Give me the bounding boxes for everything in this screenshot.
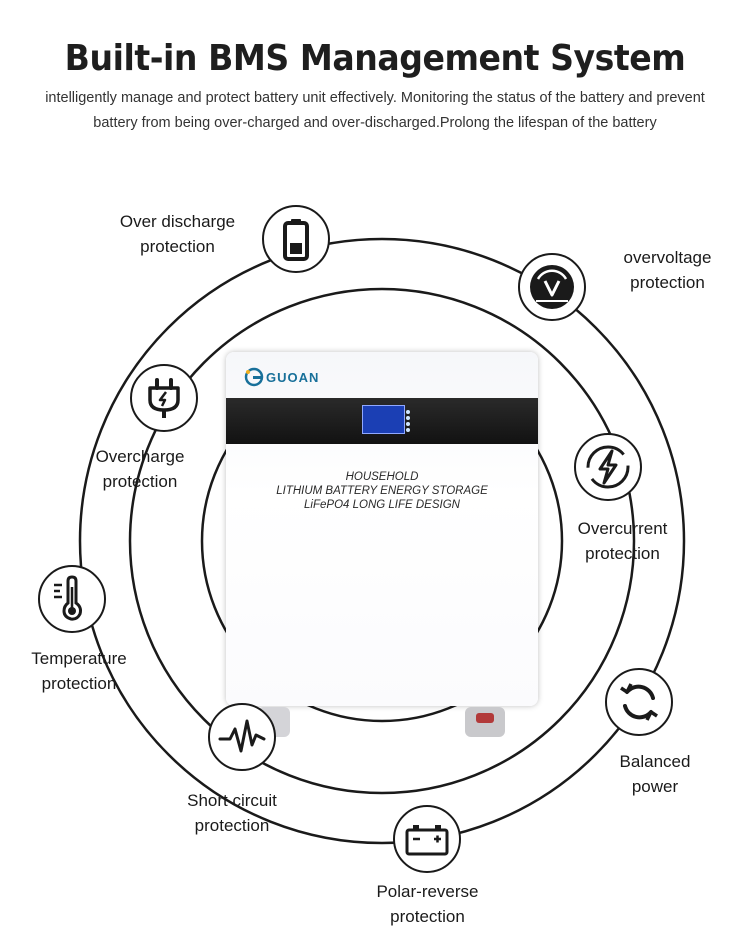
page-subtitle: intelligently manage and protect battery… [45, 90, 705, 131]
plug-lightning-icon [148, 378, 180, 418]
feature-badge-over-discharge [262, 205, 330, 273]
battery-low-icon [283, 219, 309, 261]
feature-badge-temperature [38, 565, 106, 633]
feature-badge-overcurrent [574, 433, 642, 501]
overvoltage-icon [530, 265, 574, 309]
feature-badge-short-circuit [208, 703, 276, 771]
battery-panel-text: HOUSEHOLD LITHIUM BATTERY ENERGY STORAGE… [226, 470, 538, 512]
panel-text-line-2: LITHIUM BATTERY ENERGY STORAGE [276, 485, 488, 497]
pulse-wave-icon [218, 719, 266, 753]
battery-wheel-right [465, 707, 505, 737]
feature-badge-balanced-power [605, 668, 673, 736]
lightning-circle-icon [586, 445, 630, 489]
brand-name: GUOAN [266, 369, 320, 385]
panel-text-line-3: LiFePO4 LONG LIFE DESIGN [304, 499, 460, 511]
brand-logo: GUOAN [244, 365, 319, 389]
feature-badge-polar-reverse [393, 805, 461, 873]
refresh-cycle-icon [620, 683, 658, 721]
feature-badge-overvoltage [518, 253, 586, 321]
car-battery-icon [405, 825, 449, 856]
brand-logo-icon [244, 367, 264, 387]
status-leds [406, 410, 410, 434]
feature-badge-overcharge [130, 364, 198, 432]
panel-text-line-1: HOUSEHOLD [345, 471, 419, 483]
thermometer-icon [54, 575, 82, 621]
page-title: Built-in BMS Management System [64, 38, 686, 79]
lcd-display [362, 405, 405, 434]
